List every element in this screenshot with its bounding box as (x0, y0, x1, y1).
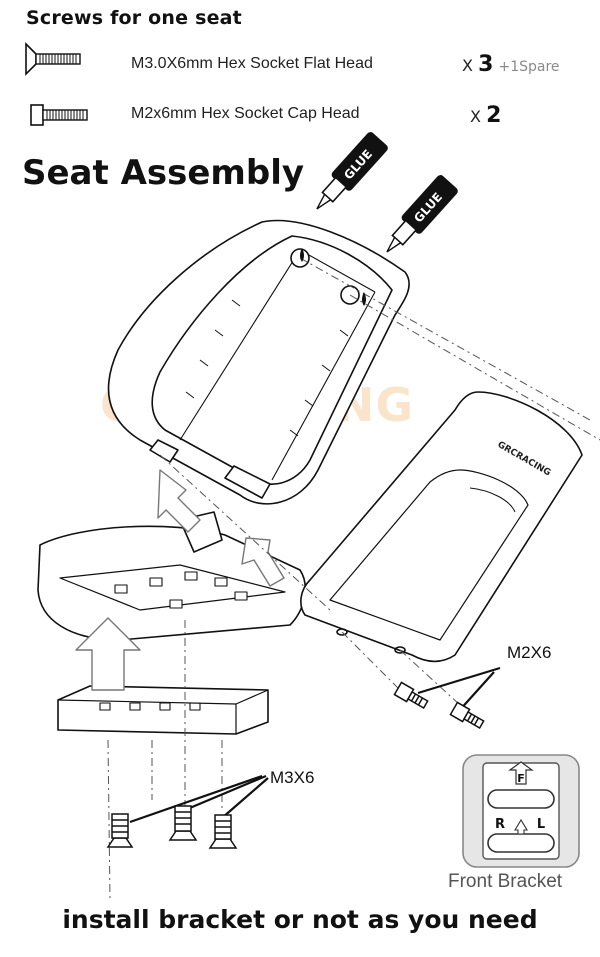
up-arrow-icon (75, 617, 141, 691)
part-2-qty: 2 (486, 103, 502, 128)
section-title: Seat Assembly (22, 153, 305, 193)
front-bracket-letter-r: R (495, 817, 505, 832)
m3-flat-screw-icon (106, 813, 134, 848)
part-1-description: M3.0X6mm Hex Socket Flat Head (131, 55, 373, 72)
front-bracket-inset: F R L (462, 754, 580, 868)
m3-callout-label: M3X6 (270, 768, 315, 787)
part-2-qty-prefix: X (470, 107, 481, 126)
part-2-description: M2x6mm Hex Socket Cap Head (131, 105, 360, 122)
cap-head-screw-icon (30, 104, 88, 126)
part-1-spare: +1Spare (498, 59, 560, 75)
m3-flat-screw-icon (168, 805, 198, 841)
diagonal-arrow-icon (157, 469, 201, 533)
m3-flat-screw-icon (208, 814, 238, 849)
diagonal-arrow-icon (241, 537, 285, 587)
part-1-quantity: X 3 +1Spare (462, 52, 560, 77)
m2-cap-screw-icon (449, 701, 485, 729)
bracket-plate (57, 685, 269, 735)
seat-back (107, 219, 410, 505)
part-2-quantity: X 2 (470, 103, 501, 128)
parts-list-title: Screws for one seat (26, 7, 242, 29)
m2-cap-screw-icon (393, 681, 429, 709)
flat-head-screw-icon (25, 42, 81, 76)
part-1-qty: 3 (478, 52, 494, 77)
m2-callout-label: M2X6 (507, 643, 552, 662)
seat-back-cover (300, 391, 583, 663)
install-instruction: install bracket or not as you need (62, 905, 538, 934)
front-bracket-letter-l: L (537, 817, 545, 832)
part-1-qty-prefix: X (462, 56, 473, 75)
front-bracket-caption: Front Bracket (448, 871, 563, 892)
up-arrow-icon (514, 818, 528, 835)
front-bracket-letter-f: F (517, 772, 525, 785)
